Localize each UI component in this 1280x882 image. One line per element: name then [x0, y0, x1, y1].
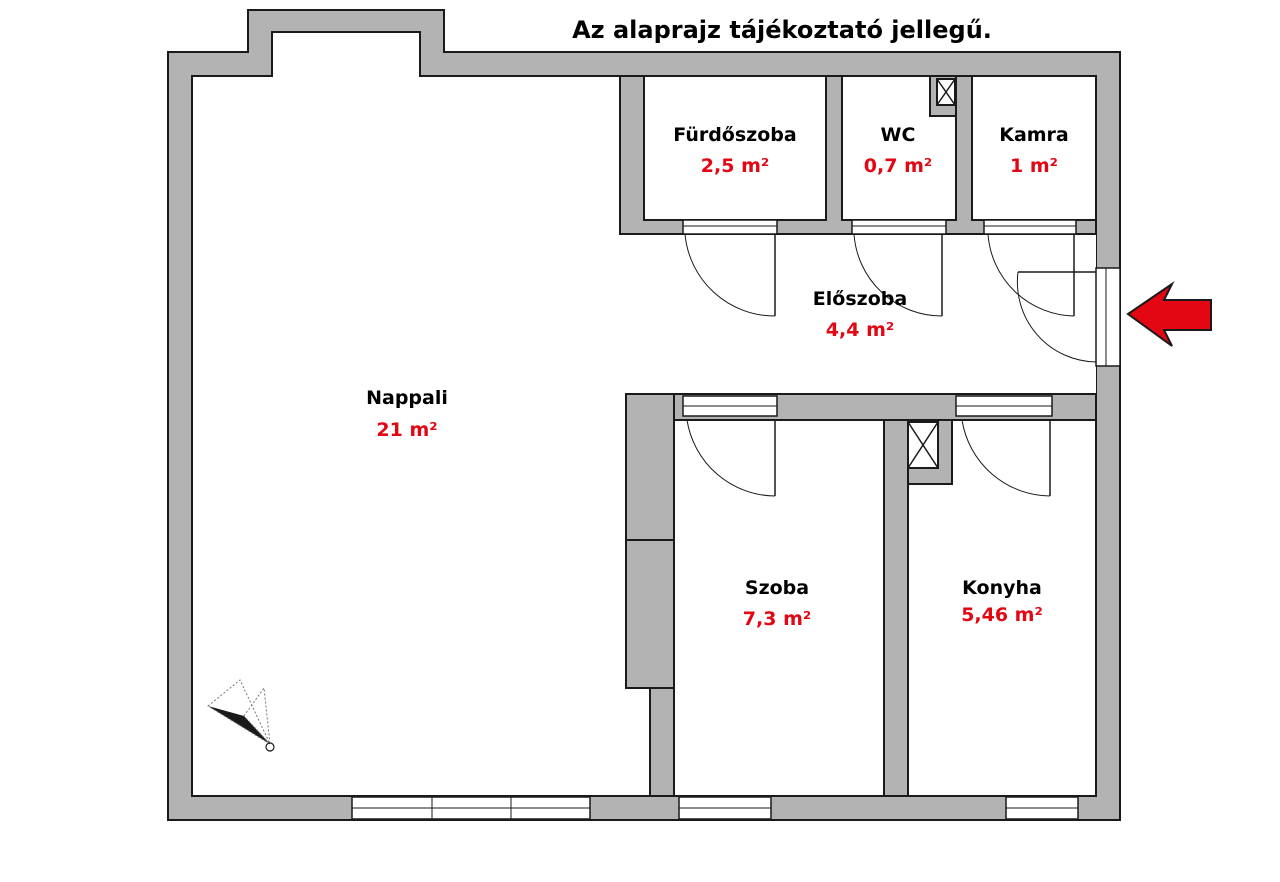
- room-kitchen-wall: [883, 419, 909, 797]
- plan-disclaimer: Az alaprajz tájékoztató jellegű.: [572, 16, 992, 44]
- room-name-kamra: Kamra: [999, 124, 1069, 146]
- hallway-floor: [620, 234, 1096, 394]
- bathroom-floor: [643, 75, 827, 221]
- built-in-wardrobe: [625, 539, 675, 689]
- room-area-wc: 0,7 m²: [864, 155, 932, 177]
- room-area-konyha: 5,46 m²: [961, 604, 1043, 626]
- room-area-eloszoba: 4,4 m²: [826, 319, 894, 341]
- room-name-nappali: Nappali: [366, 387, 448, 409]
- ventilation-shaft-icon: [907, 421, 939, 469]
- room-name-szoba: Szoba: [745, 577, 809, 599]
- ventilation-shaft-icon: [936, 78, 956, 106]
- outer-wall: [167, 9, 1121, 821]
- room-area-kamra: 1 m²: [1010, 155, 1058, 177]
- door-wc: [851, 219, 947, 317]
- room-area-szoba: 7,3 m²: [743, 608, 811, 630]
- window-room: [678, 796, 772, 820]
- room-area-furdoszoba: 2,5 m²: [701, 155, 769, 177]
- window-living: [351, 796, 591, 820]
- door-entrance: [1016, 267, 1121, 367]
- room-floor: [673, 419, 885, 797]
- room-name-wc: WC: [881, 124, 916, 146]
- room-name-furdoszoba: Fürdőszoba: [673, 124, 796, 146]
- room-area-nappali: 21 m²: [376, 419, 437, 441]
- pantry-floor: [971, 75, 1097, 221]
- door-bathroom: [682, 219, 778, 317]
- room-name-konyha: Konyha: [962, 577, 1042, 599]
- entrance-arrow-icon: [1126, 281, 1212, 347]
- window-kitchen: [1005, 796, 1079, 820]
- door-kitchen: [955, 395, 1053, 497]
- living-room-wall-upper: [625, 393, 675, 541]
- room-name-eloszoba: Előszoba: [813, 288, 907, 310]
- door-pantry: [983, 219, 1077, 317]
- north-compass-icon: [207, 679, 275, 752]
- door-room: [682, 395, 778, 497]
